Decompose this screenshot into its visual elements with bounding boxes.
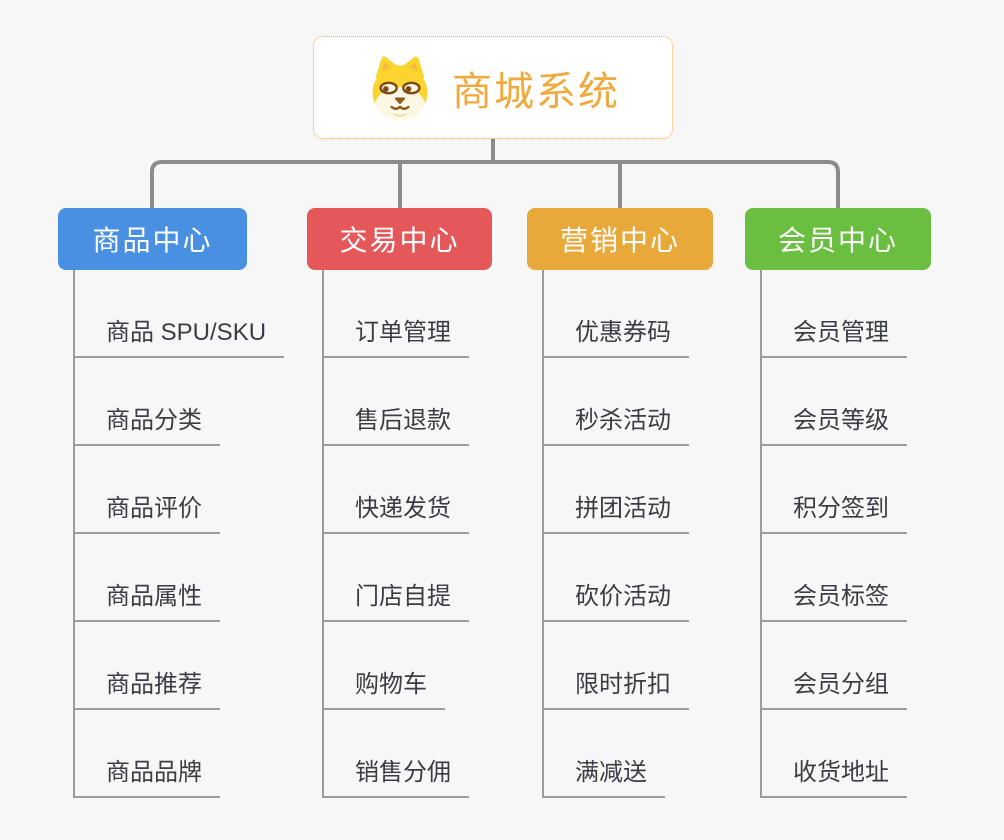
child-item[interactable]: 优惠券码	[542, 312, 689, 358]
branch-label: 交易中心	[339, 225, 460, 256]
child-item[interactable]: 会员管理	[760, 312, 907, 358]
child-item[interactable]: 限时折扣	[542, 664, 689, 710]
child-item[interactable]: 商品品牌	[73, 752, 220, 798]
child-item[interactable]: 商品评价	[73, 488, 220, 534]
root-node[interactable]: 商城系统	[313, 36, 673, 139]
child-item[interactable]: 商品分类	[73, 400, 220, 446]
child-item[interactable]: 售后退款	[322, 400, 469, 446]
child-item[interactable]: 积分签到	[760, 488, 907, 534]
child-item[interactable]: 购物车	[322, 664, 445, 710]
root-label: 商城系统	[452, 69, 620, 114]
branch-children-product: 商品 SPU/SKU 商品分类 商品评价 商品属性 商品推荐 商品品牌	[73, 270, 285, 798]
branch-node-product-center[interactable]: 商品中心	[58, 208, 247, 270]
child-item[interactable]: 门店自提	[322, 576, 469, 622]
branch-children-member: 会员管理 会员等级 积分签到 会员标签 会员分组 收货地址	[760, 270, 907, 798]
child-item[interactable]: 砍价活动	[542, 576, 689, 622]
branch-node-member-center[interactable]: 会员中心	[745, 208, 931, 270]
child-item[interactable]: 会员分组	[760, 664, 907, 710]
child-item[interactable]: 满减送	[542, 752, 665, 798]
branch-label: 营销中心	[559, 225, 680, 256]
branch-node-trade-center[interactable]: 交易中心	[307, 208, 492, 270]
branch-children-marketing: 优惠券码 秒杀活动 拼团活动 砍价活动 限时折扣 满减送	[542, 270, 689, 798]
shiba-dog-icon	[372, 55, 428, 120]
child-item[interactable]: 拼团活动	[542, 488, 689, 534]
child-item[interactable]: 销售分佣	[322, 752, 469, 798]
branch-label: 商品中心	[92, 225, 213, 256]
child-item[interactable]: 会员标签	[760, 576, 907, 622]
child-item[interactable]: 快递发货	[322, 488, 469, 534]
branch-children-trade: 订单管理 售后退款 快递发货 门店自提 购物车 销售分佣	[322, 270, 469, 798]
child-item[interactable]: 商品 SPU/SKU	[73, 312, 285, 358]
child-item[interactable]: 会员等级	[760, 400, 907, 446]
branch-node-marketing-center[interactable]: 营销中心	[527, 208, 713, 270]
branch-label: 会员中心	[777, 225, 898, 256]
child-item[interactable]: 秒杀活动	[542, 400, 689, 446]
child-item[interactable]: 收货地址	[760, 752, 907, 798]
child-item[interactable]: 商品属性	[73, 576, 220, 622]
child-item[interactable]: 商品推荐	[73, 664, 220, 710]
child-item[interactable]: 订单管理	[322, 312, 469, 358]
